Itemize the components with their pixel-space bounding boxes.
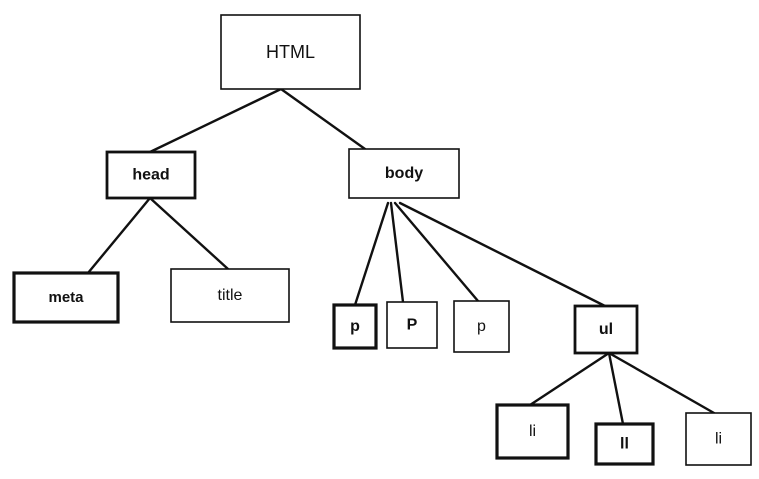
node-box-p3 [453, 300, 510, 353]
node-li2: ll [594, 422, 655, 466]
node-label-li3: li [715, 431, 722, 448]
node-label-head: head [132, 167, 169, 184]
node-box-p1 [332, 303, 378, 350]
node-label-ul: ul [599, 321, 613, 338]
node-body: body [348, 148, 460, 199]
node-p3: p [453, 300, 510, 353]
node-label-p2: P [407, 317, 418, 334]
node-label-li2: ll [620, 436, 629, 453]
node-box-li1 [495, 403, 570, 460]
edge-body-p1 [353, 201, 390, 307]
node-box-body [348, 148, 460, 199]
node-li1: li [495, 403, 570, 460]
edge-html-body [279, 87, 367, 151]
node-label-p1: p [350, 318, 360, 335]
edge-ul-li3 [607, 351, 716, 415]
node-box-html [220, 14, 361, 90]
edge-head-title [148, 196, 230, 271]
node-head: head [105, 150, 197, 200]
node-p1: p [332, 303, 378, 350]
node-label-html: HTML [266, 42, 315, 62]
node-label-meta: meta [48, 289, 84, 306]
node-box-title [170, 268, 290, 323]
node-p2: P [386, 301, 438, 349]
node-label-p3: p [477, 318, 486, 335]
node-box-meta [12, 271, 120, 324]
node-box-p2 [386, 301, 438, 349]
node-label-body: body [385, 165, 423, 182]
node-box-head [105, 150, 197, 200]
tree-edges [86, 87, 716, 426]
node-box-li2 [594, 422, 655, 466]
edge-body-p3 [393, 201, 480, 303]
node-label-li1: li [529, 423, 536, 440]
edge-body-ul [398, 201, 607, 308]
node-box-ul [573, 304, 639, 355]
node-ul: ul [573, 304, 639, 355]
node-box-li3 [685, 412, 752, 466]
edge-html-head [148, 87, 283, 154]
edge-body-p2 [389, 201, 405, 304]
node-meta: meta [12, 271, 120, 324]
node-li3: li [685, 412, 752, 466]
edge-ul-li2 [607, 351, 625, 426]
node-html: HTML [220, 14, 361, 90]
node-label-title: title [218, 287, 243, 304]
edge-head-meta [86, 196, 152, 275]
edge-ul-li1 [528, 351, 611, 407]
node-title: title [170, 268, 290, 323]
